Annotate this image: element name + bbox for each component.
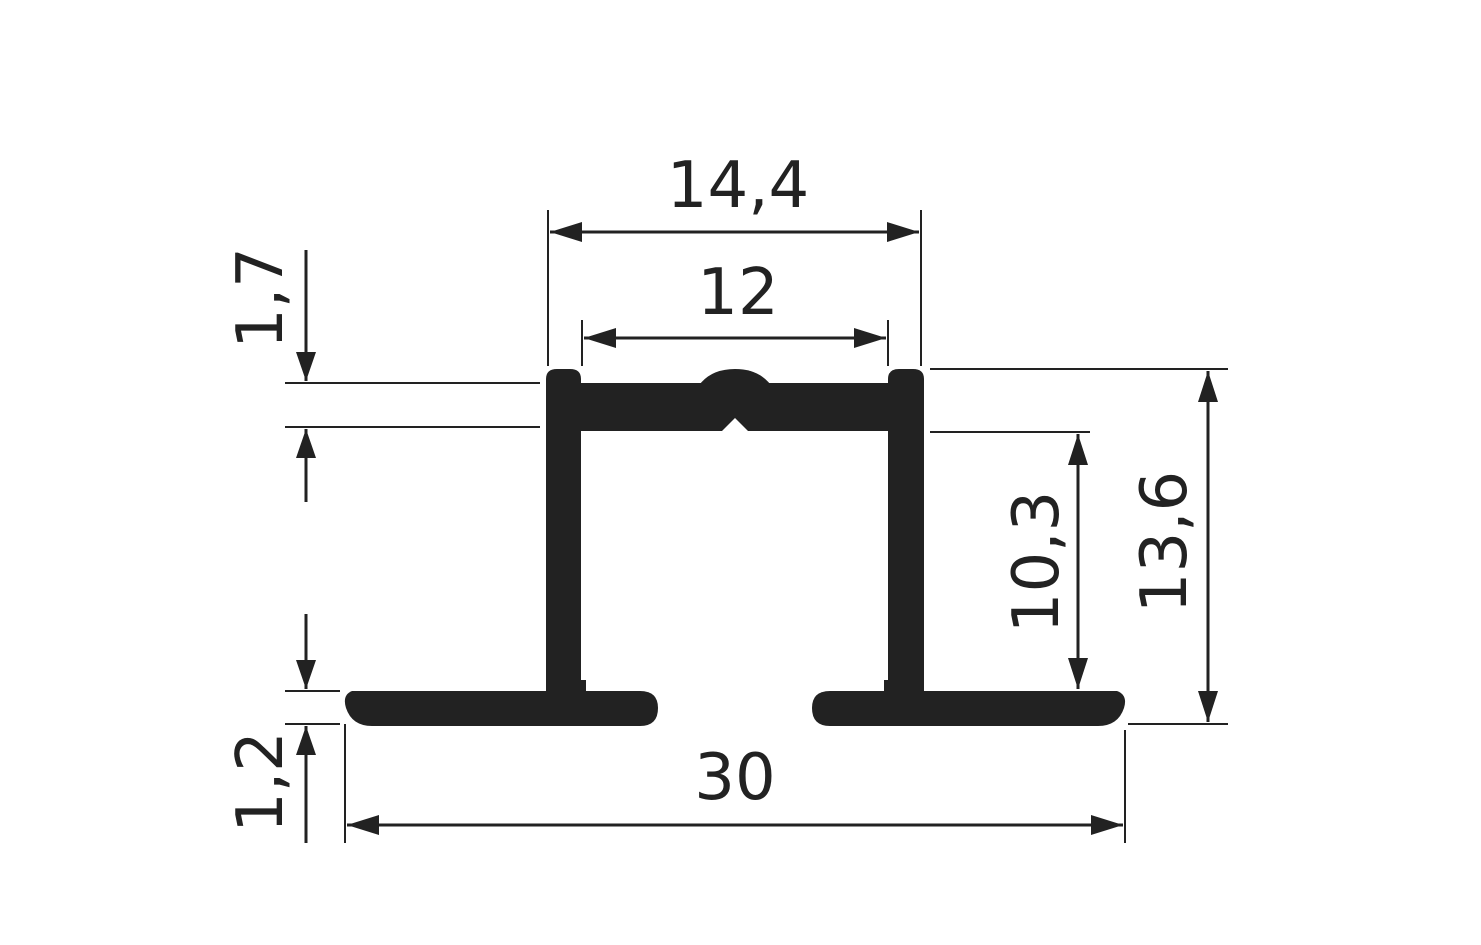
arrow-right-icon [887, 222, 919, 242]
dimension-inner-height: 10,3 [930, 431, 1090, 689]
dimension-base-width: 30 [344, 724, 1126, 843]
right-wall [888, 369, 924, 691]
dimension-label: 14,4 [667, 149, 810, 223]
dimension-label: 30 [694, 741, 775, 815]
dimension-top-inner-width: 12 [581, 256, 889, 366]
arrow-left-icon [550, 222, 582, 242]
inner-corner-left [581, 431, 592, 442]
arrow-up-icon [296, 429, 316, 458]
arrow-down-icon [1198, 691, 1218, 722]
dimension-label: 10,3 [1000, 491, 1074, 634]
arrow-right-icon [1091, 815, 1123, 835]
dimension-top-outer-width: 14,4 [547, 149, 922, 366]
dimension-base-flange-thickness: 1,2 [224, 614, 340, 843]
dimension-top-flange-thickness: 1,7 [224, 247, 540, 502]
arrow-up-icon [296, 726, 316, 755]
right-base-flange [812, 691, 1126, 726]
arrow-down-icon [1068, 658, 1088, 689]
arrow-left-icon [347, 815, 379, 835]
dimension-label: 13,6 [1128, 471, 1202, 614]
left-wall-foot [546, 680, 586, 692]
arrow-left-icon [584, 328, 616, 348]
dimension-label: 1,7 [224, 247, 298, 349]
arrow-down-icon [296, 660, 316, 689]
right-wall-foot [884, 680, 924, 692]
top-center-bump [700, 369, 770, 384]
arrow-right-icon [854, 328, 886, 348]
top-groove [722, 418, 748, 431]
dimension-label: 12 [697, 256, 778, 330]
dimension-label: 1,2 [224, 731, 298, 833]
inner-corner-right [877, 431, 888, 442]
arrow-up-icon [1068, 434, 1088, 465]
arrow-down-icon [296, 352, 316, 381]
left-wall [546, 369, 581, 691]
aluminium-profile [344, 369, 1126, 726]
arrow-up-icon [1198, 371, 1218, 402]
left-base-flange [344, 691, 658, 726]
dimension-total-height: 13,6 [930, 368, 1228, 725]
